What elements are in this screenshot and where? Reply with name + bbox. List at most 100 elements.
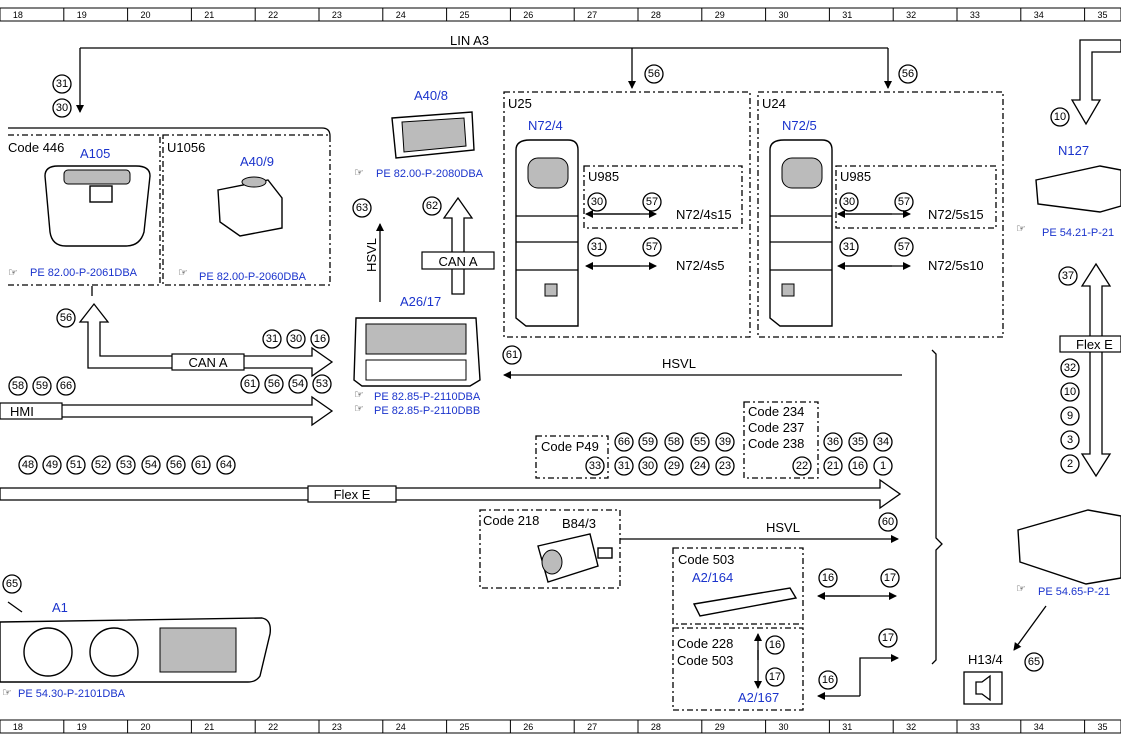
can-a-left-label: CAN A xyxy=(188,355,227,370)
ruler-column-label: 32 xyxy=(906,10,916,20)
code-p49-label: Code P49 xyxy=(541,439,599,454)
conn-num: 16 xyxy=(852,460,864,472)
code-503-box: Code 503 A2/164 16 17 xyxy=(672,547,900,625)
conn-num: 33 xyxy=(589,460,601,472)
code-446-box: Code 446 A105 ☞ PE 82.00-P-2061DBA xyxy=(8,134,161,286)
conn-num: 31 xyxy=(618,460,630,472)
a2-167-link: 16 17 xyxy=(817,628,899,700)
conn-num: 22 xyxy=(796,460,808,472)
a105-doc-ref[interactable]: PE 82.00-P-2061DBA xyxy=(30,267,138,279)
conn-num: 65 xyxy=(6,578,18,590)
conn-num: 17 xyxy=(769,671,781,683)
conn-num: 16 xyxy=(314,333,326,345)
u985-label: U985 xyxy=(588,169,619,184)
conn-num: 23 xyxy=(719,460,731,472)
ruler-column-label: 21 xyxy=(204,722,214,732)
ruler-column-label: 23 xyxy=(332,722,342,732)
a26-17-doc-ref-a[interactable]: PE 82.85-P-2110DBA xyxy=(374,391,481,403)
a1-doc-ref[interactable]: PE 54.30-P-2101DBA xyxy=(18,688,126,700)
n127-label: N127 xyxy=(1058,143,1089,158)
ruler-column-label: 27 xyxy=(587,722,597,732)
n72-4-label: N72/4 xyxy=(528,118,563,133)
ruler-column-label: 35 xyxy=(1097,10,1107,20)
conn-num: 10 xyxy=(1054,111,1066,123)
n72-5-panel xyxy=(769,139,833,327)
right-ecu-doc-ref[interactable]: PE 54.65-P-21 xyxy=(1038,586,1110,598)
conn-num: 55 xyxy=(694,436,706,448)
ruler-column-label: 26 xyxy=(523,722,533,732)
n127-doc-ref[interactable]: PE 54.21-P-21 xyxy=(1042,227,1114,239)
lin-numbers: 31 30 56 56 xyxy=(52,64,918,118)
b84-3-camera xyxy=(537,533,613,583)
a105-label: A105 xyxy=(80,146,110,161)
a40-8-doc-ref[interactable]: PE 82.00-P-2080DBA xyxy=(376,168,484,180)
hsvl-bottom-label: HSVL xyxy=(766,520,800,535)
can-a-mid-label: CAN A xyxy=(438,254,477,269)
conn-num: 24 xyxy=(694,460,706,472)
conn-num: 60 xyxy=(882,516,894,528)
lin-a3-bus: LIN A3 xyxy=(76,33,892,113)
ruler-column-label: 20 xyxy=(140,722,150,732)
conn-num: 61 xyxy=(506,349,518,361)
n72-4s5-label: N72/4s5 xyxy=(676,258,724,273)
conn-num: 17 xyxy=(882,632,894,644)
code-238-label: Code 238 xyxy=(748,436,804,451)
n127: N127 ☞ PE 54.21-P-21 xyxy=(1016,143,1121,239)
hsvl-vertical: HSVL 63 xyxy=(352,198,384,302)
ruler-column-label: 18 xyxy=(13,10,23,20)
conn-num: 66 xyxy=(618,436,630,448)
u1056-box: U1056 A40/9 ☞ PE 82.00-P-2060DBA xyxy=(162,134,331,286)
conn-num: 59 xyxy=(36,380,48,392)
doc-ref-icon: ☞ xyxy=(354,389,364,401)
conn-num: 2 xyxy=(1067,458,1073,470)
doc-ref-icon: ☞ xyxy=(178,267,188,279)
n72-4-panel xyxy=(515,139,579,327)
code-503b-label: Code 503 xyxy=(677,653,733,668)
conn-num: 16 xyxy=(822,674,834,686)
a40-9-doc-ref[interactable]: PE 82.00-P-2060DBA xyxy=(199,271,307,283)
conn-num: 32 xyxy=(1064,362,1076,374)
ruler-column-label: 32 xyxy=(906,722,916,732)
n72-5-label: N72/5 xyxy=(782,118,817,133)
flex-e-right-bus: Flex E 37 32 10 9 3 2 xyxy=(1058,262,1121,478)
ruler-column-label: 28 xyxy=(651,722,661,732)
code-446-label: Code 446 xyxy=(8,140,64,155)
right-brace xyxy=(931,349,943,665)
u1056-label: U1056 xyxy=(167,140,205,155)
ruler-column-label: 30 xyxy=(778,10,788,20)
ruler-column-label: 23 xyxy=(332,10,342,20)
ruler-column-label: 20 xyxy=(140,10,150,20)
conn-num: 56 xyxy=(648,68,660,80)
a26-17-doc-ref-b[interactable]: PE 82.85-P-2110DBB xyxy=(374,405,480,417)
a40-8: A40/8 ☞ PE 82.00-P-2080DBA xyxy=(354,88,484,180)
u25-box: U25 N72/4 U985 30 57 N72/4s15 31 57 N72/… xyxy=(503,91,751,338)
conn-num: 57 xyxy=(646,241,658,253)
ruler-column-label: 33 xyxy=(970,722,980,732)
ruler-column-label: 31 xyxy=(842,10,852,20)
n72-4s15-label: N72/4s15 xyxy=(676,207,732,222)
conn-num: 53 xyxy=(120,459,132,471)
conn-num: 30 xyxy=(843,196,855,208)
conn-num: 62 xyxy=(426,200,438,212)
conn-num: 57 xyxy=(646,196,658,208)
conn-num: 16 xyxy=(769,639,781,651)
hmi-bus: HMI 58 59 66 61 56 54 53 xyxy=(0,374,334,427)
conn-num: 57 xyxy=(898,241,910,253)
doc-ref-icon: ☞ xyxy=(2,687,12,699)
conn-num: 57 xyxy=(898,196,910,208)
h13-4: H13/4 65 xyxy=(963,652,1044,705)
ruler-column-label: 22 xyxy=(268,722,278,732)
a40-9-label: A40/9 xyxy=(240,154,274,169)
conn-num: 31 xyxy=(591,241,603,253)
conn-num: 56 xyxy=(268,378,280,390)
conn-num: 61 xyxy=(244,378,256,390)
conn-num: 56 xyxy=(170,459,182,471)
ruler-column-label: 19 xyxy=(77,10,87,20)
a105-module xyxy=(44,165,151,247)
ruler-column-label: 27 xyxy=(587,10,597,20)
code-503-label: Code 503 xyxy=(678,552,734,567)
lin-a3-label: LIN A3 xyxy=(450,33,489,48)
flex-e-right-label: Flex E xyxy=(1076,337,1113,352)
ruler-column-label: 18 xyxy=(13,722,23,732)
